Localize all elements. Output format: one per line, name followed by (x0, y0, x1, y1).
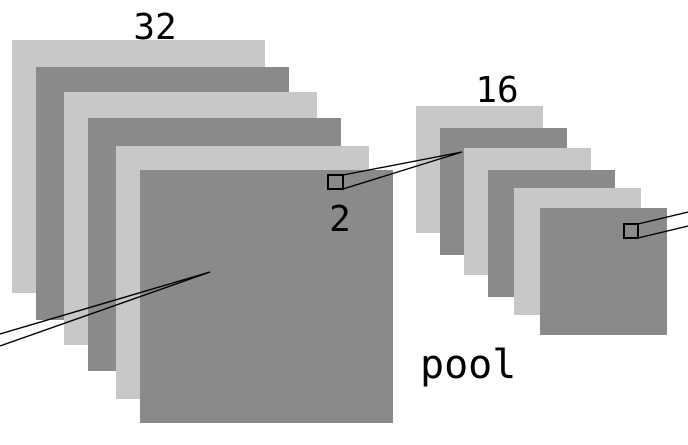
large-stack-size-label: 32 (133, 7, 176, 48)
projection-line (342, 151, 463, 190)
output-window-box (623, 223, 639, 239)
feature-map-front (140, 170, 393, 423)
feature-map-stack-large (12, 40, 393, 423)
projection-line (342, 151, 463, 176)
operation-label: pool (420, 342, 516, 388)
small-stack-size-label: 16 (475, 70, 518, 111)
feature-map-stack-small (416, 106, 667, 335)
projection-line (0, 271, 211, 335)
pool-window-size-label: 2 (329, 199, 351, 240)
output-window-projection (623, 211, 688, 239)
projection-line (637, 225, 688, 239)
feature-map-front (540, 208, 667, 335)
projection-line (637, 211, 688, 225)
pool-window-projection (327, 151, 463, 190)
projection-line (0, 271, 211, 347)
pool-window-box (327, 174, 344, 190)
incoming-projection (0, 271, 211, 347)
